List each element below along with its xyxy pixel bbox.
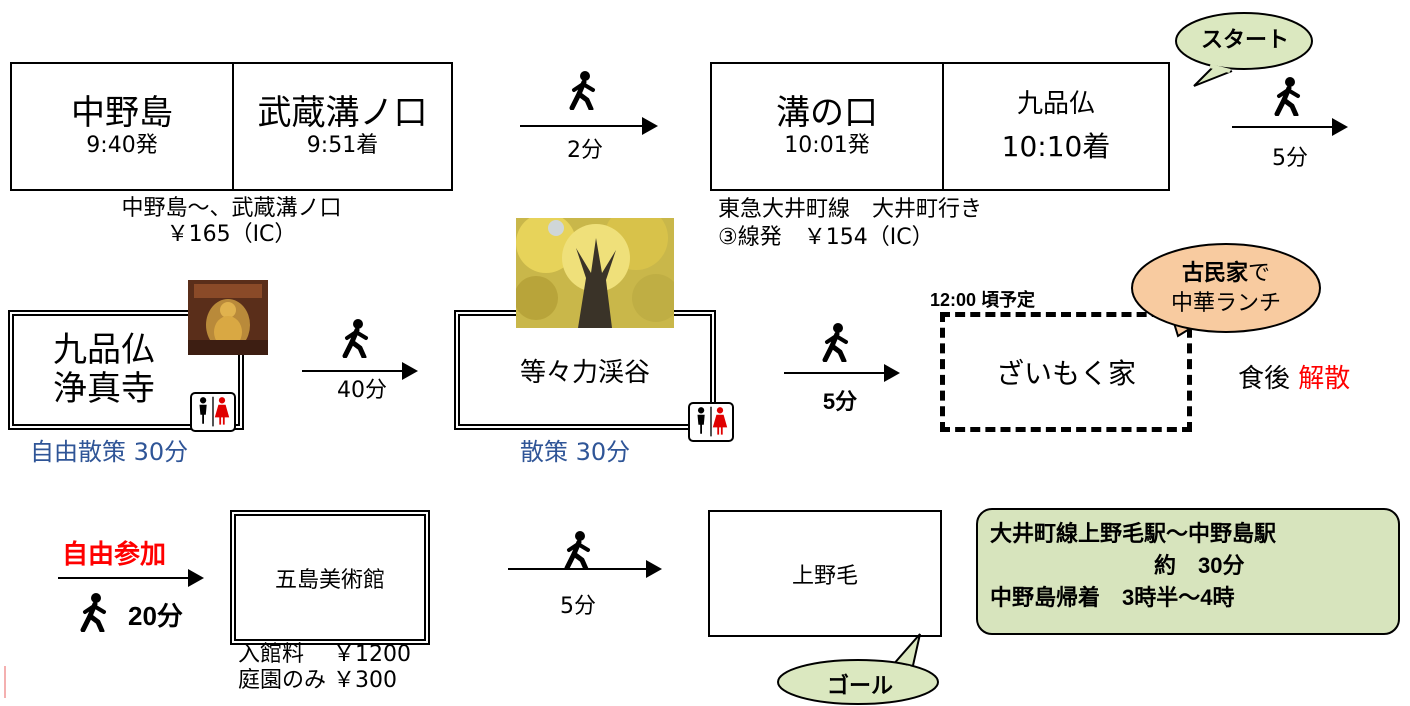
disband-label: 解散	[1298, 364, 1351, 394]
walking-person-icon	[818, 322, 852, 362]
train-line: 東急大井町線 大井町行き	[718, 197, 983, 222]
return-time: 中野島帰着 3時半～4時	[990, 584, 1235, 610]
return-route: 大井町線上野毛駅～中野島駅	[990, 521, 1277, 546]
goal-bubble-shape	[777, 633, 939, 705]
walk-duration-4: 5分	[822, 389, 858, 414]
walk-arrow-6	[508, 560, 662, 578]
temple-walk-note: 自由散策 30分	[30, 438, 189, 466]
goal-station-box: 上野毛	[708, 510, 942, 637]
fare-price: ￥165（IC）	[166, 222, 297, 248]
walking-person-icon	[560, 530, 594, 570]
ginkgo-tree-photo	[516, 218, 674, 328]
temple-name-line1: 九品仏	[53, 329, 155, 370]
walking-person-icon	[565, 70, 599, 110]
museum-box: 五島美術館	[230, 510, 430, 645]
walk-arrow-3	[302, 362, 418, 380]
restroom-icon	[190, 392, 236, 432]
restroom-icon	[688, 402, 734, 442]
optional-label: 自由参加	[62, 539, 167, 569]
fare-note-2: 東急大井町線 大井町行き ③線発 ￥154（IC）	[718, 196, 982, 251]
departure-time-2: 10:01発	[784, 132, 870, 158]
walk-arrow-2	[1232, 118, 1348, 136]
buddha-photo	[188, 280, 268, 355]
walking-person-icon	[338, 318, 372, 358]
valley-walk-note: 散策 30分	[520, 438, 631, 466]
return-duration: 約 30分	[1154, 552, 1245, 578]
walk-duration-3: 40分	[337, 378, 387, 403]
museum-name: 五島美術館	[274, 567, 385, 593]
valley-box: 等々力渓谷	[454, 310, 716, 430]
station-kuhonbutsu: 九品仏	[1016, 89, 1095, 120]
return-info-box: 大井町線上野毛駅～中野島駅 約 30分 中野島帰着 3時半～4時	[976, 508, 1400, 635]
particle: で	[1248, 260, 1271, 286]
walk-duration-2: 5分	[1272, 146, 1308, 171]
station-mizonokuchi: 溝の口	[776, 92, 878, 133]
arrival-time: 9:51着	[306, 132, 379, 158]
goal-bubble: ゴール	[826, 673, 893, 698]
after-meal-prefix: 食後	[1238, 364, 1291, 394]
platform-fare: ③線発 ￥154（IC）	[718, 224, 934, 250]
walk-duration-6: 5分	[560, 594, 596, 619]
lunch-time: 12:00 頃予定	[930, 290, 1036, 310]
garden-fee: 庭園のみ ￥300	[238, 668, 397, 694]
old-house-label: 古民家	[1181, 260, 1248, 286]
start-bubble-shape	[1175, 12, 1313, 87]
departure-time: 9:40発	[86, 132, 158, 158]
walk-duration-1: 2分	[567, 138, 603, 163]
walking-person-icon	[1270, 76, 1304, 116]
admission-fee: 入館料 ￥1200	[238, 642, 411, 667]
walk-arrow-4	[784, 364, 900, 382]
walking-person-icon	[76, 592, 110, 632]
route-box-nakanoshima-musashimizonokuchi: 中野島 9:40発 武蔵溝ノ口 9:51着	[10, 62, 453, 191]
fare-route: 中野島～、武蔵溝ノ口	[121, 196, 342, 221]
after-meal-note: 食後 解散	[1238, 358, 1350, 395]
walk-arrow-5	[58, 569, 204, 587]
lunch-bubble-shape	[1131, 243, 1321, 338]
walk-arrow-1	[520, 117, 658, 135]
fare-note-1: 中野島～、武蔵溝ノ口 ￥165（IC）	[10, 196, 453, 249]
station-nakanoshima: 中野島	[71, 92, 173, 133]
chinese-lunch-label: 中華ランチ	[1170, 290, 1281, 315]
valley-name: 等々力渓谷	[519, 357, 650, 388]
restaurant-name: ざいもく家	[995, 357, 1136, 390]
arrival-time-2: 10:10着	[1001, 130, 1111, 164]
temple-name-line2: 浄真寺	[53, 369, 155, 409]
walk-duration-5: 20分	[128, 601, 183, 631]
museum-fees: 入館料 ￥1200 庭園のみ ￥300	[238, 642, 411, 695]
goal-station-name: 上野毛	[791, 563, 858, 589]
lunch-bubble: 古民家で 中華ランチ	[1140, 248, 1312, 328]
route-box-mizonokuchi-kuhonbutsu: 溝の口 10:01発 九品仏 10:10着	[710, 62, 1170, 191]
edge-mark	[4, 666, 6, 698]
restaurant-box: ざいもく家	[940, 312, 1192, 432]
station-musashimizonokuchi: 武蔵溝ノ口	[257, 92, 428, 133]
start-bubble: スタート	[1200, 28, 1289, 53]
